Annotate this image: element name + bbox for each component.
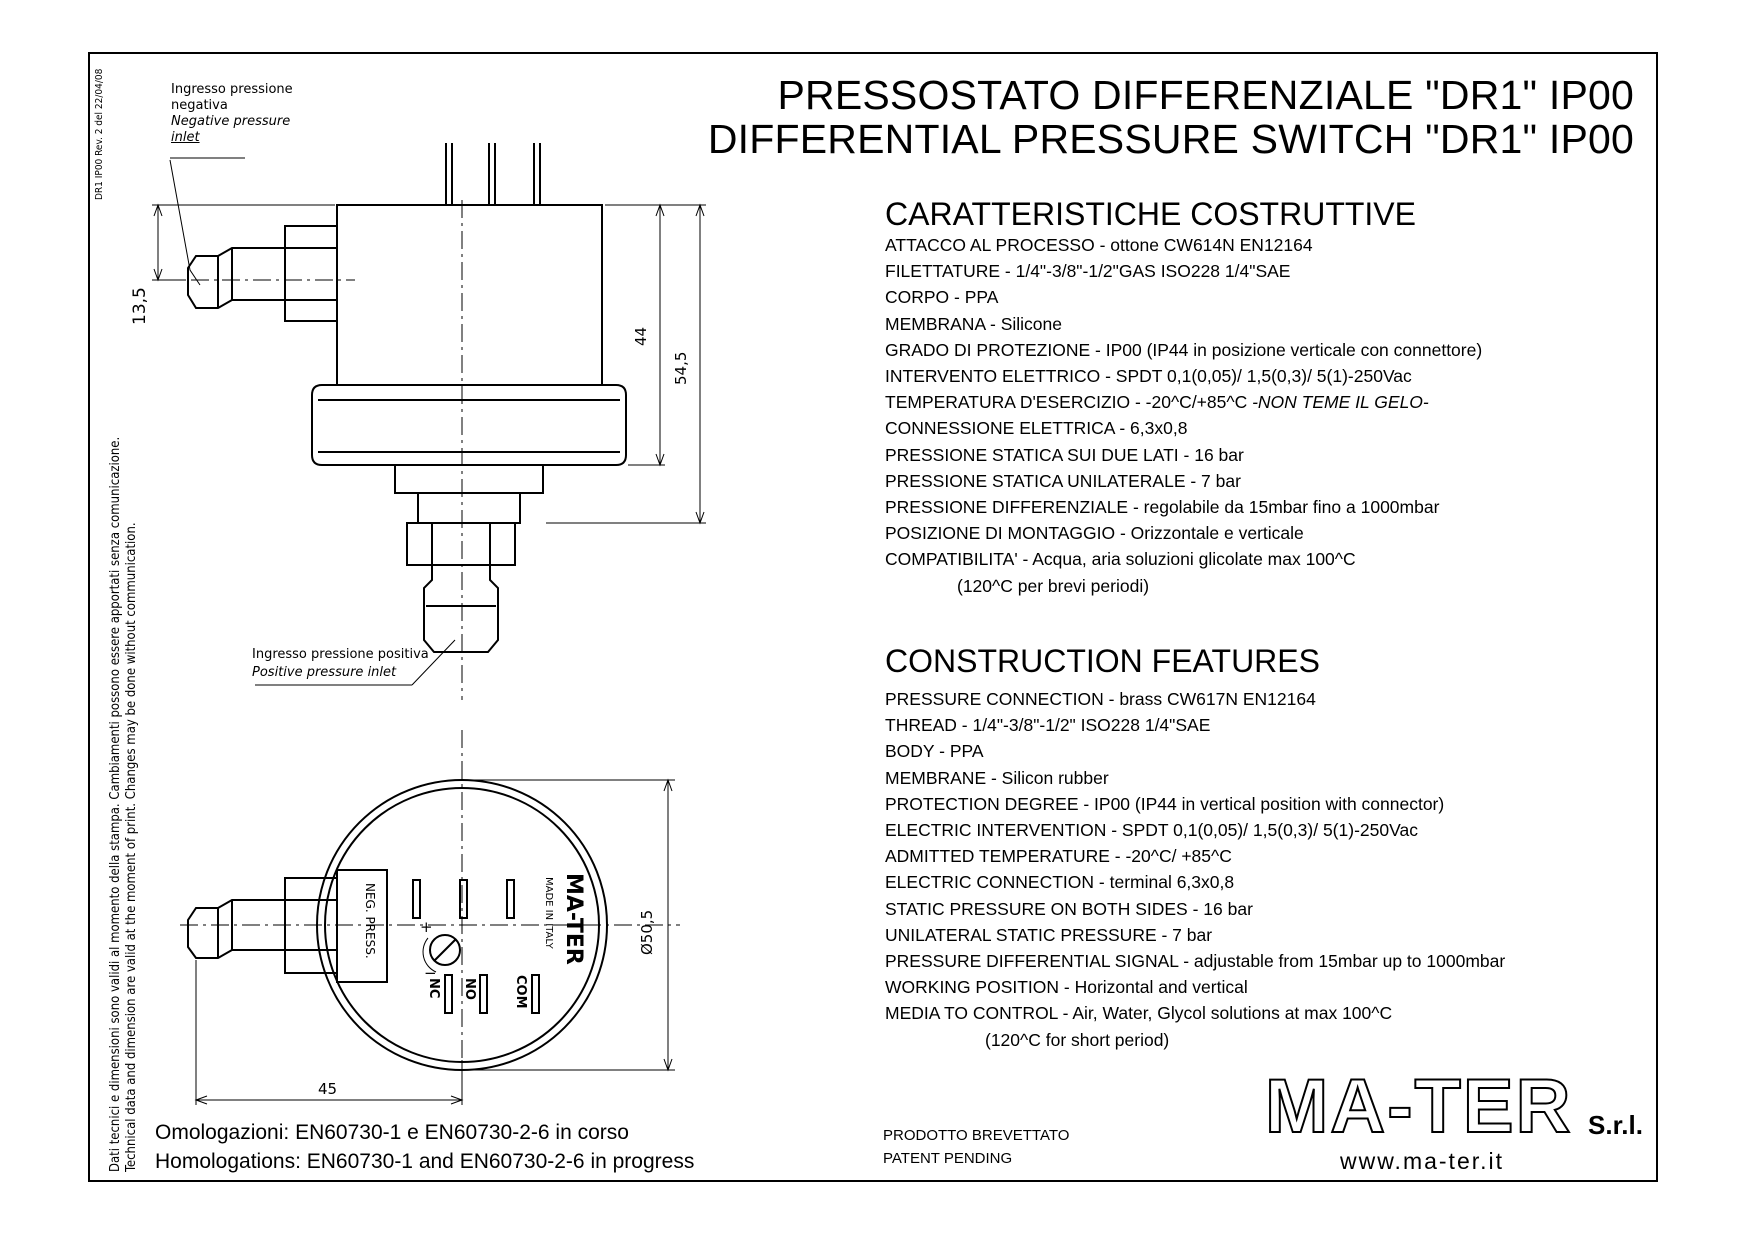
homolog-italian: Omologazioni: EN60730-1 e EN60730-2-6 in… xyxy=(155,1121,629,1144)
features-it-list: ATTACCO AL PROCESSO - ottone CW614N EN12… xyxy=(885,232,1482,599)
dim-54-5: 54,5 xyxy=(672,351,690,385)
features-en-heading: CONSTRUCTION FEATURES xyxy=(885,643,1320,679)
neg-inlet-label-it-2: negativa xyxy=(171,98,228,113)
feature-en-item: MEMBRANE - Silicon rubber xyxy=(885,767,1109,788)
neg-inlet-label-en-1: Negative pressure xyxy=(171,114,291,129)
feature-en-item: MEDIA TO CONTROL - Air, Water, Glycol so… xyxy=(885,1003,1393,1024)
feature-it-item: CORPO - PPA xyxy=(885,287,999,308)
minus-sign: − xyxy=(424,964,437,982)
feature-en-item: THREAD - 1/4"-3/8"-1/2" ISO228 1/4"SAE xyxy=(885,715,1211,736)
patent-italian: PRODOTTO BREVETTATO xyxy=(883,1127,1070,1144)
feature-en-item: PRESSURE DIFFERENTIAL SIGNAL - adjustabl… xyxy=(885,951,1506,972)
feature-it-item: MEMBRANA - Silicone xyxy=(885,313,1062,334)
drawing-frame xyxy=(88,52,1658,1182)
patent-english: PATENT PENDING xyxy=(883,1150,1013,1167)
feature-it-item: PRESSIONE DIFFERENZIALE - regolabile da … xyxy=(885,497,1440,518)
logo-text: MA-TER xyxy=(1265,1066,1573,1146)
slot-3 xyxy=(506,879,515,919)
slot-nc xyxy=(444,974,453,1014)
neg-press-plate xyxy=(336,869,388,983)
upper-hex-nut xyxy=(284,225,338,322)
patent-note: PRODOTTO BREVETTATO PATENT PENDING xyxy=(883,1124,1069,1170)
feature-it-item: PRESSIONE STATICA SUI DUE LATI - 16 bar xyxy=(885,444,1244,465)
plus-sign: + xyxy=(420,918,433,936)
feature-it-item: CONNESSIONE ELETTRICA - 6,3x0,8 xyxy=(885,418,1188,439)
dim-44: 44 xyxy=(632,326,650,346)
device-brand-mark: MA-TER xyxy=(561,873,586,965)
neg-inlet-label-it-1: Ingresso pressione xyxy=(171,82,293,97)
feature-en-item: ADMITTED TEMPERATURE - -20^C/ +85^C xyxy=(885,846,1232,867)
terminal-com-label: COM xyxy=(513,975,528,1009)
lower-hex-nut xyxy=(406,522,516,566)
title-italian: PRESSOSTATO DIFFERENZIALE "DR1" IP00 xyxy=(777,72,1634,118)
dim-45: 45 xyxy=(318,1080,338,1098)
membrane-housing xyxy=(311,384,627,466)
title-english: DIFFERENTIAL PRESSURE SWITCH "DR1" IP00 xyxy=(707,116,1634,162)
feature-en-item: WORKING POSITION - Horizontal and vertic… xyxy=(885,977,1248,998)
slot-com xyxy=(531,974,540,1014)
neg-inlet-label-en-2: inlet xyxy=(171,130,200,145)
pos-inlet-label-it: Ingresso pressione positiva xyxy=(252,647,429,662)
feature-it-item: INTERVENTO ELETTRICO - SPDT 0,1(0,05)/ 1… xyxy=(885,366,1412,387)
slot-1 xyxy=(412,879,421,919)
feature-it-item: PRESSIONE STATICA UNILATERALE - 7 bar xyxy=(885,470,1241,491)
homolog-english: Homologations: EN60730-1 and EN60730-2-6… xyxy=(155,1150,695,1173)
slot-2 xyxy=(459,879,468,919)
feature-en-item: BODY - PPA xyxy=(885,741,984,762)
feature-en-item: UNILATERAL STATIC PRESSURE - 7 bar xyxy=(885,924,1213,945)
feature-it-item-continued: (120^C per brevi periodi) xyxy=(957,575,1150,596)
features-it-heading: CARATTERISTICHE COSTRUTTIVE xyxy=(885,196,1416,232)
made-in-italy: MADE IN ITALY xyxy=(543,877,554,949)
switch-body xyxy=(336,204,603,386)
feature-it-item: FILETTATURE - 1/4"-3/8"-1/2"GAS ISO228 1… xyxy=(885,261,1291,282)
feature-it-item-temperature: TEMPERATURA D'ESERCIZIO - -20^C/+85^C -N… xyxy=(885,389,1482,415)
temperature-text: TEMPERATURA D'ESERCIZIO - -20^C/+85^C xyxy=(885,392,1253,413)
slot-no xyxy=(479,974,488,1014)
feature-en-item: STATIC PRESSURE ON BOTH SIDES - 16 bar xyxy=(885,898,1253,919)
terminal-pins xyxy=(445,143,541,205)
dim-13-5: 13,5 xyxy=(130,287,150,325)
adjustment-screw xyxy=(429,934,461,966)
feature-it-item: GRADO DI PROTEZIONE - IP00 (IP44 in posi… xyxy=(885,339,1483,360)
pos-inlet-label-en: Positive pressure inlet xyxy=(252,665,397,680)
feature-en-item-continued: (120^C for short period) xyxy=(985,1029,1170,1050)
terminal-no-label: NO xyxy=(462,978,477,1000)
frost-note: -NON TEME IL GELO- xyxy=(1252,392,1429,413)
features-en-list: PRESSURE CONNECTION - brass CW617N EN121… xyxy=(885,686,1505,1053)
homologations: Omologazioni: EN60730-1 e EN60730-2-6 in… xyxy=(155,1118,694,1176)
company-suffix: S.r.l. xyxy=(1588,1110,1643,1140)
website-link[interactable]: www.ma-ter.it xyxy=(1340,1148,1505,1174)
company-logo: MA-TER xyxy=(1265,1066,1573,1146)
negative-fitting xyxy=(187,247,285,309)
feature-en-item: ELECTRIC CONNECTION - terminal 6,3x0,8 xyxy=(885,872,1235,893)
dim-diameter-50-5: Ø50,5 xyxy=(638,909,656,955)
feature-it-item: ATTACCO AL PROCESSO - ottone CW614N EN12… xyxy=(885,235,1313,255)
positive-fitting xyxy=(423,565,499,653)
feature-en-item: PRESSURE CONNECTION - brass CW617N EN121… xyxy=(885,689,1316,709)
feature-en-item: PROTECTION DEGREE - IP00 (IP44 in vertic… xyxy=(885,793,1445,814)
feature-it-item: POSIZIONE DI MONTAGGIO - Orizzontale e v… xyxy=(885,523,1304,544)
neg-press-label: NEG. PRESS. xyxy=(363,883,377,959)
feature-it-item: COMPATIBILITA' - Acqua, aria soluzioni g… xyxy=(885,549,1356,570)
feature-en-item: ELECTRIC INTERVENTION - SPDT 0,1(0,05)/ … xyxy=(885,820,1418,841)
